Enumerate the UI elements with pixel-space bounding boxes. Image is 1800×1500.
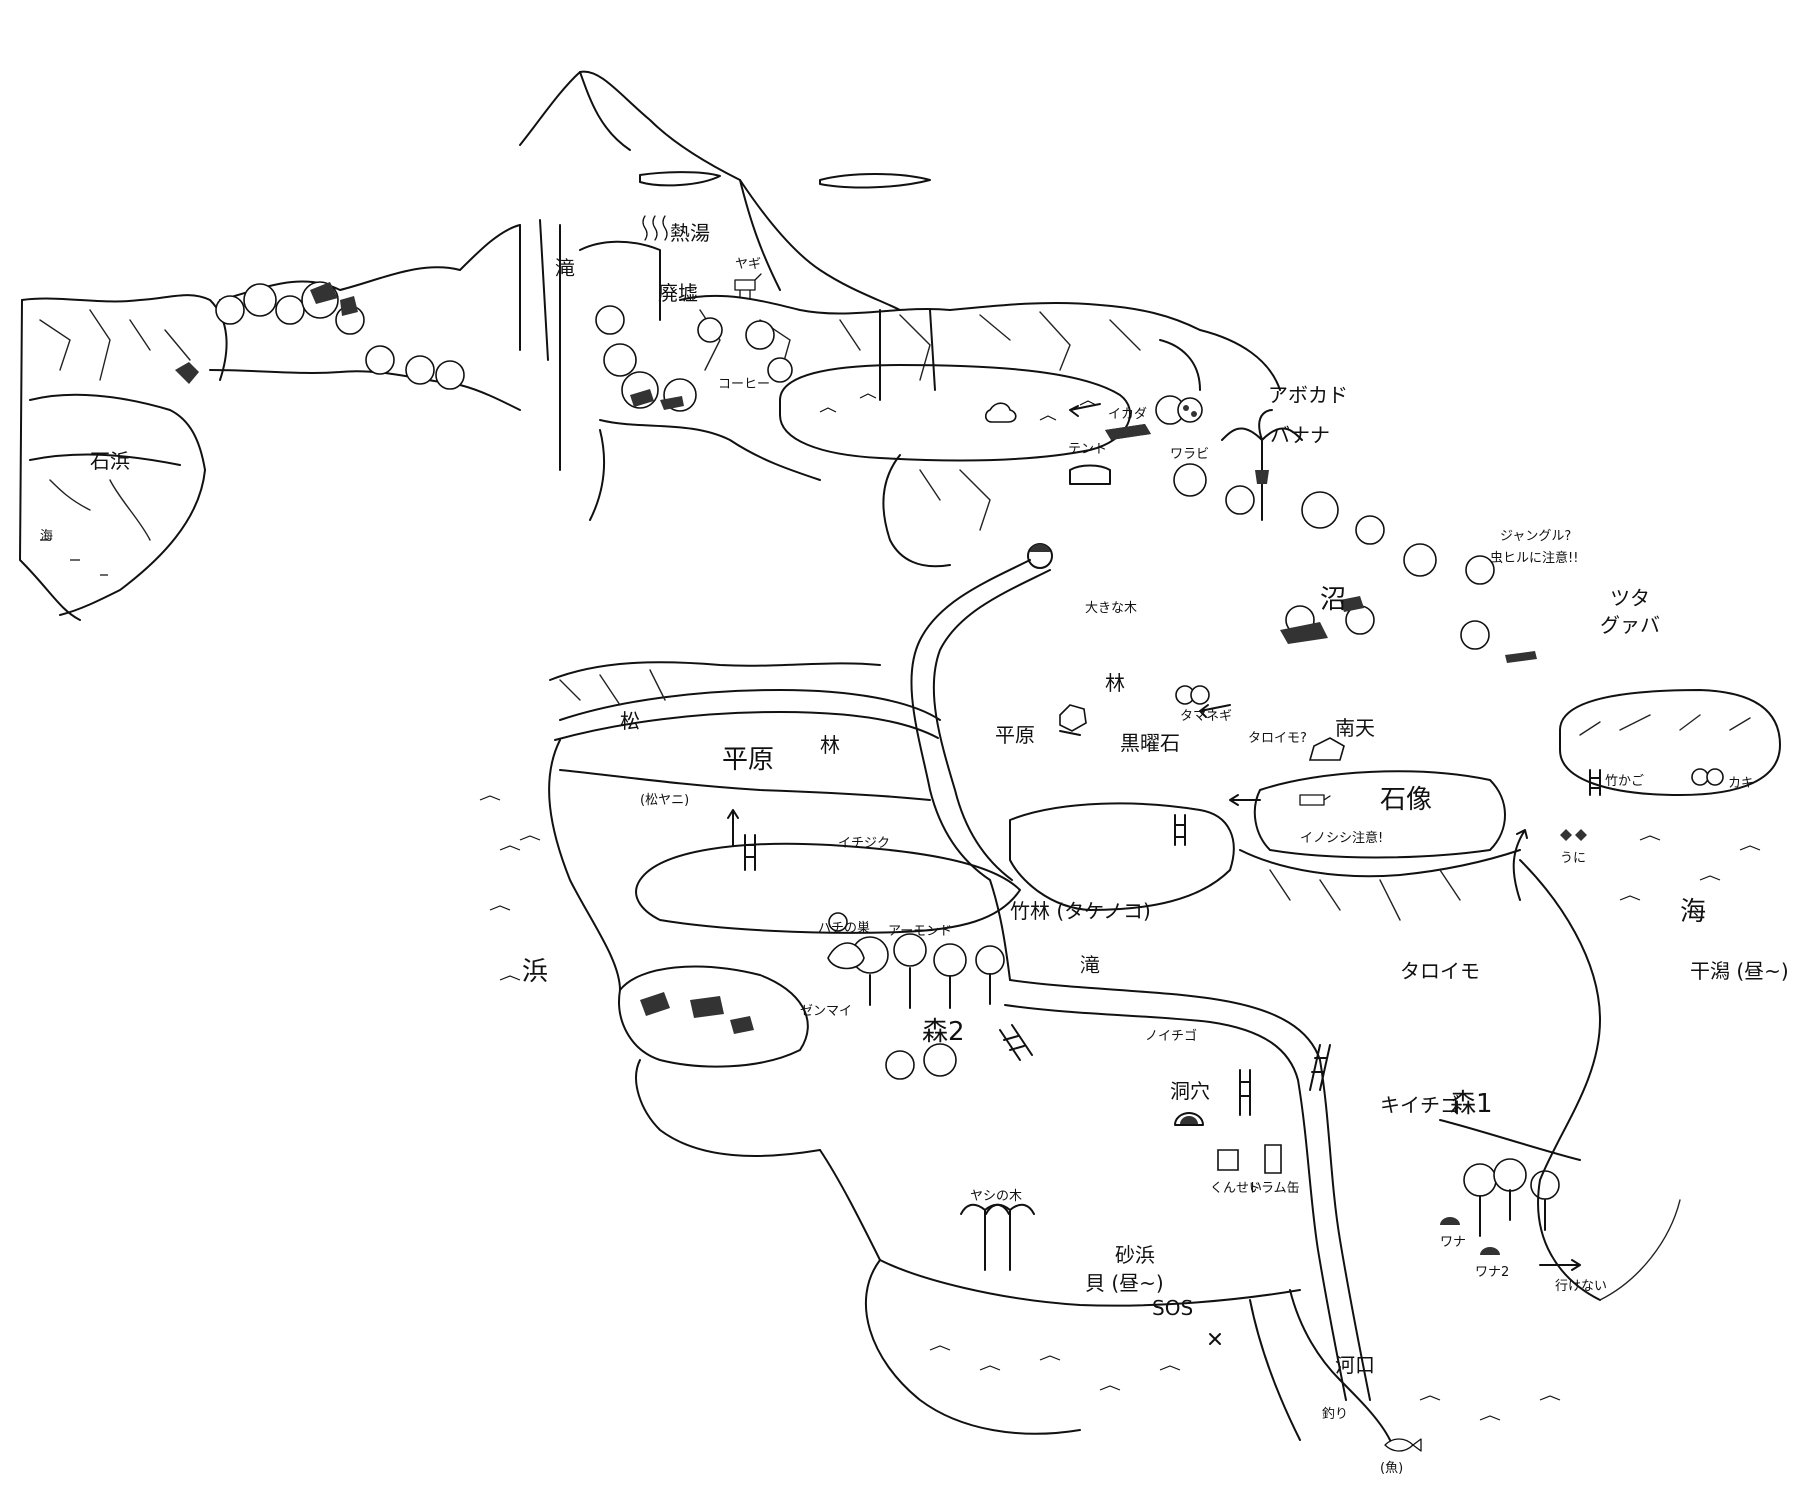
label-sakana: (魚)	[1380, 1461, 1403, 1476]
label-jungle: ジャングル?	[1500, 529, 1571, 544]
label-yashinoki: ヤシの木	[970, 1189, 1022, 1204]
palm-tree-icon	[960, 1203, 1035, 1271]
label-sos: SOS	[1152, 1296, 1193, 1320]
label-wana2: ワナ2	[1475, 1265, 1509, 1280]
beehive-icon	[828, 912, 848, 932]
label-coffee: コーヒー	[718, 377, 770, 392]
label-umi-right: 海	[1680, 897, 1706, 927]
label-zenmai: ゼンマイ	[800, 1004, 852, 1019]
label-takekago: 竹かご	[1605, 773, 1644, 789]
label-matsu: 松	[620, 709, 640, 733]
label-kaki: カキ	[1728, 776, 1754, 791]
label-numa: 沼	[1320, 585, 1346, 615]
drum-icon	[1264, 1144, 1282, 1174]
fish-icon	[1384, 1438, 1422, 1452]
upper-lake	[779, 364, 1151, 485]
label-inoshishi: イノシシ注意!	[1300, 830, 1383, 846]
label-hayashi-mid: 林	[1105, 671, 1125, 695]
label-tent: テント	[1068, 442, 1107, 457]
banana-tree-icon	[1221, 409, 1303, 521]
label-guava: グァバ	[1600, 613, 1660, 637]
label-tsuta: ツタ	[1610, 586, 1650, 610]
avocado-icon	[1177, 397, 1203, 423]
label-taki-top: 滝	[555, 256, 575, 280]
label-drum: ドラム缶	[1248, 1181, 1300, 1196]
boat-icon	[1105, 424, 1151, 440]
label-heigen-left: 平原	[722, 745, 774, 775]
north-cliffs	[209, 219, 1201, 521]
label-taki-mid: 滝	[1080, 953, 1100, 977]
label-kakou: 河口	[1335, 1353, 1375, 1377]
mountain	[519, 70, 931, 311]
label-ikada: イカダ	[1108, 407, 1147, 422]
label-hama: 浜	[522, 957, 548, 987]
northeast-cliffs	[882, 329, 1281, 568]
forest-left-middle	[618, 965, 809, 1068]
label-uni: うに	[1560, 851, 1586, 866]
label-kunsei: くんせい	[1210, 1181, 1262, 1196]
label-kiichigo: キイチゴ	[1380, 1093, 1460, 1117]
label-tsuri: 釣り	[1322, 1406, 1348, 1422]
label-warabi: ワラビ	[1170, 447, 1209, 462]
stone-statue-icon	[1308, 737, 1345, 761]
sos-x-mark	[1209, 1333, 1221, 1345]
label-hachi: ハチの巣	[818, 921, 870, 936]
forest-mori1	[1463, 1158, 1560, 1237]
label-taroimo-mid: タロイモ?	[1248, 731, 1307, 746]
sea-urchin-icon	[1560, 829, 1587, 841]
label-avocado: アボカド	[1268, 383, 1348, 407]
label-kai: 貝 (昼~)	[1085, 1271, 1164, 1295]
tree-clusters	[215, 281, 1560, 1237]
forest-jungle	[1155, 395, 1495, 644]
goat-icon	[734, 273, 762, 299]
label-umi-left: 海	[40, 529, 53, 544]
label-hayashi-left: 林	[820, 733, 840, 757]
oyster-icon	[1691, 768, 1724, 786]
label-banana: バナナ	[1270, 423, 1330, 447]
landmark-icons	[642, 215, 1724, 1452]
label-almond: アーモンド	[888, 924, 952, 939]
forest-mori2	[851, 933, 1005, 1080]
guava-icon	[1460, 620, 1537, 663]
northwest-coast	[19, 294, 228, 621]
smoker-icon	[1217, 1149, 1239, 1171]
label-ookina-ki: 大きな木	[1085, 601, 1137, 616]
label-ishihama: 石浜	[90, 449, 130, 473]
label-noichigo: ノイチゴ	[1145, 1028, 1197, 1044]
label-matsuyani: (松ヤニ)	[640, 793, 689, 808]
label-sunahama: 砂浜	[1115, 1243, 1155, 1267]
label-netto: 熱湯	[670, 221, 710, 245]
label-haikyo: 廃墟	[658, 281, 698, 305]
boar-icon	[1299, 794, 1331, 806]
label-heigen-mid: 平原	[995, 723, 1035, 747]
obsidian-icon	[1059, 704, 1087, 732]
forest-northwest	[215, 281, 465, 390]
label-ichijiku: イチジク	[838, 836, 890, 851]
label-ikenai: 行けない	[1555, 1279, 1607, 1294]
onion-icon	[1175, 685, 1210, 705]
hot-spring-icon	[642, 215, 668, 241]
label-tamanegi: タマネギ	[1180, 709, 1232, 724]
label-sekizo: 石像	[1380, 785, 1432, 815]
label-mori1: 森1	[1450, 1089, 1493, 1119]
label-doukutsu: 洞穴	[1170, 1079, 1210, 1103]
label-kokuyoseki: 黒曜石	[1120, 731, 1180, 755]
map-labels: 石浜 海 滝 熱湯 廃墟 ヤギ コーヒー イカダ テント ワラビ アボカド バナ…	[40, 221, 1789, 1476]
label-yagi: ヤギ	[735, 257, 761, 272]
label-takebayashi: 竹林 (タケノコ)	[1010, 899, 1151, 923]
almond-icon	[827, 942, 865, 970]
label-wana: ワナ	[1440, 1235, 1466, 1250]
trap-icon	[1440, 1217, 1500, 1255]
central-terrain	[479, 543, 1781, 1441]
label-higata: 干潟 (昼~)	[1690, 959, 1789, 983]
label-nanten: 南天	[1335, 716, 1375, 740]
label-hiru: 虫ヒルに注意!!	[1490, 550, 1578, 566]
label-mori2: 森2	[922, 1017, 965, 1047]
label-taroimo-right: タロイモ	[1400, 959, 1480, 983]
forest-ruins	[595, 305, 793, 412]
